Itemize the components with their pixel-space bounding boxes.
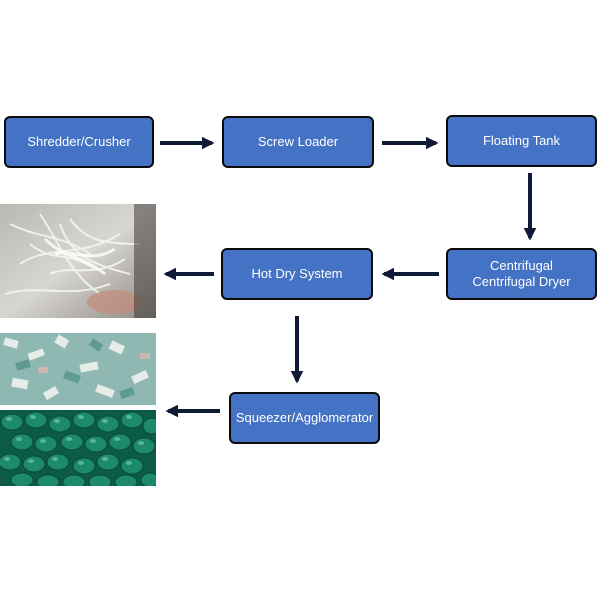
node-label-line-1: Centrifugal	[490, 258, 553, 273]
node-hot-dry-system: Hot Dry System	[221, 248, 373, 300]
node-floating-tank: Floating Tank	[446, 115, 597, 167]
node-label: Screw Loader	[257, 134, 339, 149]
node-label: Floating Tank	[482, 133, 561, 148]
node-label: Hot Dry System	[251, 266, 343, 281]
node-squeezer-agglomerator: Squeezer/Agglomerator	[229, 392, 380, 444]
node-screw-loader: Screw Loader	[222, 116, 374, 168]
node-label-line-2: Centrifugal Dryer	[472, 274, 571, 289]
flakes-photo	[0, 333, 156, 405]
pellets-photo	[0, 410, 156, 486]
node-shredder-crusher: Shredder/Crusher	[4, 116, 154, 168]
node-centrifugal-dryer: Centrifugal Centrifugal Dryer	[446, 248, 597, 300]
fibers-photo	[0, 204, 156, 318]
node-label: Squeezer/Agglomerator	[235, 410, 374, 425]
node-label: Shredder/Crusher	[27, 134, 131, 149]
